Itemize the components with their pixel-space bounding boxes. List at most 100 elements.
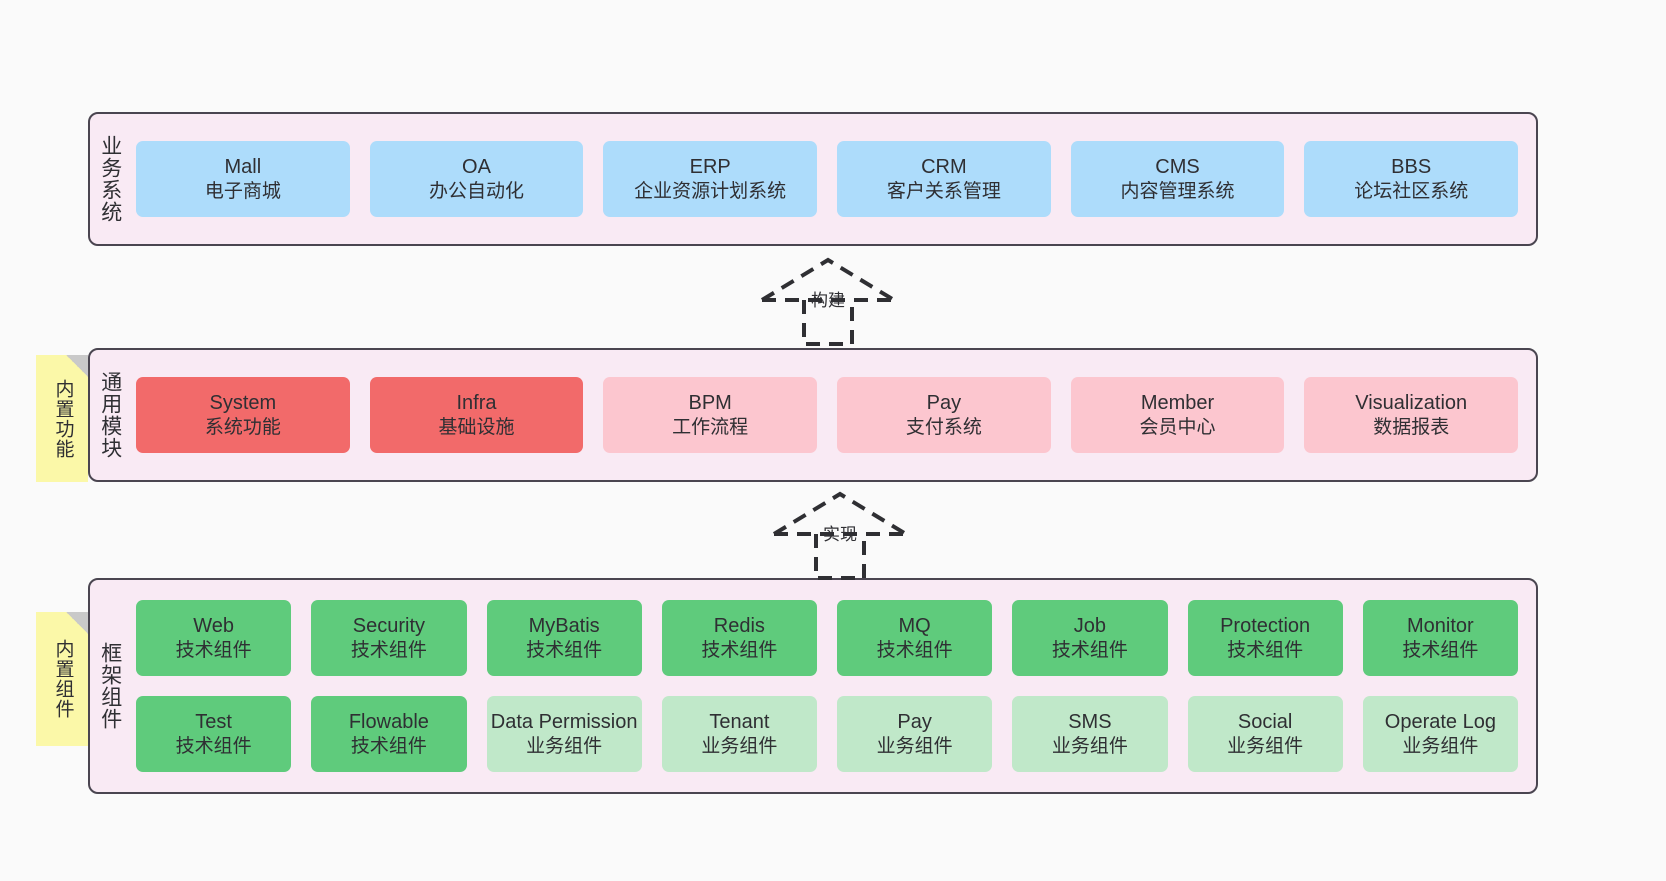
box-title: Tenant — [709, 711, 770, 734]
box-row: System 系统功能 Infra 基础设施 BPM 工作流程 Pay 支付系统… — [136, 377, 1519, 453]
connector-realize-label: 实现 — [823, 525, 857, 544]
box-sms[interactable]: SMS 业务组件 — [1012, 696, 1168, 772]
box-subtitle: 技术组件 — [701, 639, 778, 661]
box-subtitle: 内容管理系统 — [1120, 180, 1235, 202]
box-subtitle: 技术组件 — [350, 639, 427, 661]
box-title: OA — [462, 156, 491, 179]
note-builtin-components: 内置组件 — [36, 612, 88, 746]
box-title: ERP — [689, 156, 731, 179]
box-title: Operate Log — [1384, 711, 1496, 734]
box-job[interactable]: Job 技术组件 — [1012, 600, 1168, 676]
box-title: Visualization — [1355, 392, 1468, 415]
box-pay-module[interactable]: Pay 支付系统 — [837, 377, 1051, 453]
box-subtitle: 基础设施 — [438, 416, 515, 438]
box-tenant[interactable]: Tenant 业务组件 — [661, 696, 817, 772]
box-infra[interactable]: Infra 基础设施 — [369, 377, 584, 453]
note-builtin-features-label: 内置功能 — [52, 378, 74, 459]
box-title: Social — [1237, 711, 1293, 734]
box-title: MQ — [898, 615, 931, 638]
box-title: MyBatis — [528, 615, 600, 638]
box-cms[interactable]: CMS 内容管理系统 — [1070, 141, 1285, 217]
box-row: Mall 电子商城 OA 办公自动化 ERP 企业资源计划系统 CRM 客户关系… — [136, 141, 1519, 217]
box-title: CRM — [921, 156, 967, 179]
box-title: Infra — [456, 392, 497, 415]
layer-framework-components-label: 框架组件 — [98, 642, 122, 730]
box-title: Data Permission — [490, 711, 638, 734]
box-subtitle: 技术组件 — [175, 735, 252, 757]
box-subtitle: 技术组件 — [1227, 639, 1304, 661]
box-title: Protection — [1220, 615, 1311, 638]
box-subtitle: 技术组件 — [876, 639, 953, 661]
box-mq[interactable]: MQ 技术组件 — [837, 600, 993, 676]
box-row: Test 技术组件 Flowable 技术组件 Data Permission … — [136, 696, 1518, 772]
box-title: CMS — [1155, 156, 1200, 179]
layer-business-systems-body: Mall 电子商城 OA 办公自动化 ERP 企业资源计划系统 CRM 客户关系… — [130, 114, 1536, 244]
layer-framework-components-body: Web 技术组件 Security 技术组件 MyBatis 技术组件 Redi… — [130, 580, 1536, 792]
note-fold-icon — [66, 355, 88, 377]
connector-build-label: 构建 — [811, 291, 845, 310]
connector-build-glyph — [760, 257, 896, 346]
box-row: Web 技术组件 Security 技术组件 MyBatis 技术组件 Redi… — [136, 600, 1518, 676]
box-title: BPM — [688, 392, 732, 415]
box-bpm[interactable]: BPM 工作流程 — [603, 377, 818, 453]
box-subtitle: 业务组件 — [526, 735, 603, 757]
box-system[interactable]: System 系统功能 — [136, 377, 350, 453]
box-subtitle: 办公自动化 — [429, 180, 525, 202]
box-operate-log[interactable]: Operate Log 业务组件 — [1362, 696, 1518, 772]
box-subtitle: 支付系统 — [905, 416, 982, 438]
box-title: Redis — [713, 615, 765, 638]
box-title: Web — [193, 615, 234, 638]
box-test[interactable]: Test 技术组件 — [136, 696, 292, 772]
box-subtitle: 会员中心 — [1139, 416, 1216, 438]
layer-business-systems-label: 业务系统 — [98, 135, 122, 223]
box-member[interactable]: Member 会员中心 — [1070, 377, 1285, 453]
box-subtitle: 业务组件 — [876, 735, 953, 757]
note-fold-icon — [66, 612, 88, 634]
box-social[interactable]: Social 业务组件 — [1187, 696, 1343, 772]
box-subtitle: 客户关系管理 — [886, 180, 1001, 202]
box-protection[interactable]: Protection 技术组件 — [1187, 600, 1343, 676]
box-subtitle: 数据报表 — [1373, 416, 1450, 438]
box-web[interactable]: Web 技术组件 — [136, 600, 292, 676]
layer-framework-components: 框架组件 Web 技术组件 Security 技术组件 MyBatis 技术组件… — [88, 578, 1538, 794]
box-title: Monitor — [1407, 615, 1474, 638]
box-monitor[interactable]: Monitor 技术组件 — [1362, 600, 1518, 676]
box-oa[interactable]: OA 办公自动化 — [369, 141, 584, 217]
connector-realize: 实现 — [772, 491, 922, 580]
connector-realize-glyph — [772, 491, 908, 580]
box-bbs[interactable]: BBS 论坛社区系统 — [1304, 141, 1519, 217]
box-visualization[interactable]: Visualization 数据报表 — [1304, 377, 1519, 453]
box-mybatis[interactable]: MyBatis 技术组件 — [486, 600, 642, 676]
box-subtitle: 业务组件 — [1402, 735, 1479, 757]
box-mall[interactable]: Mall 电子商城 — [136, 141, 350, 217]
layer-common-modules: 通用模块 System 系统功能 Infra 基础设施 BPM 工作流程 Pay… — [88, 348, 1538, 482]
box-redis[interactable]: Redis 技术组件 — [661, 600, 817, 676]
box-data-permission[interactable]: Data Permission 业务组件 — [486, 696, 642, 772]
box-title: Pay — [926, 392, 962, 415]
note-builtin-features: 内置功能 — [36, 355, 88, 482]
layer-business-systems: 业务系统 Mall 电子商城 OA 办公自动化 ERP 企业资源计划系统 CRM… — [88, 112, 1538, 246]
box-subtitle: 电子商城 — [204, 180, 281, 202]
box-subtitle: 工作流程 — [672, 416, 749, 438]
box-subtitle: 技术组件 — [1051, 639, 1128, 661]
box-subtitle: 系统功能 — [204, 416, 281, 438]
box-pay-component[interactable]: Pay 业务组件 — [837, 696, 993, 772]
note-builtin-components-label: 内置组件 — [52, 639, 74, 719]
box-security[interactable]: Security 技术组件 — [311, 600, 467, 676]
box-crm[interactable]: CRM 客户关系管理 — [837, 141, 1051, 217]
box-title: Test — [195, 711, 232, 734]
box-title: System — [209, 392, 277, 415]
box-title: Security — [352, 615, 425, 638]
box-title: Job — [1073, 615, 1106, 638]
box-title: SMS — [1068, 711, 1112, 734]
layer-common-modules-label: 通用模块 — [98, 371, 122, 459]
box-subtitle: 技术组件 — [175, 639, 252, 661]
box-subtitle: 技术组件 — [1402, 639, 1479, 661]
box-subtitle: 业务组件 — [1227, 735, 1304, 757]
box-subtitle: 业务组件 — [1051, 735, 1128, 757]
box-subtitle: 技术组件 — [526, 639, 603, 661]
box-title: Mall — [224, 156, 262, 179]
box-subtitle: 企业资源计划系统 — [634, 180, 787, 202]
box-flowable[interactable]: Flowable 技术组件 — [311, 696, 467, 772]
box-erp[interactable]: ERP 企业资源计划系统 — [603, 141, 818, 217]
